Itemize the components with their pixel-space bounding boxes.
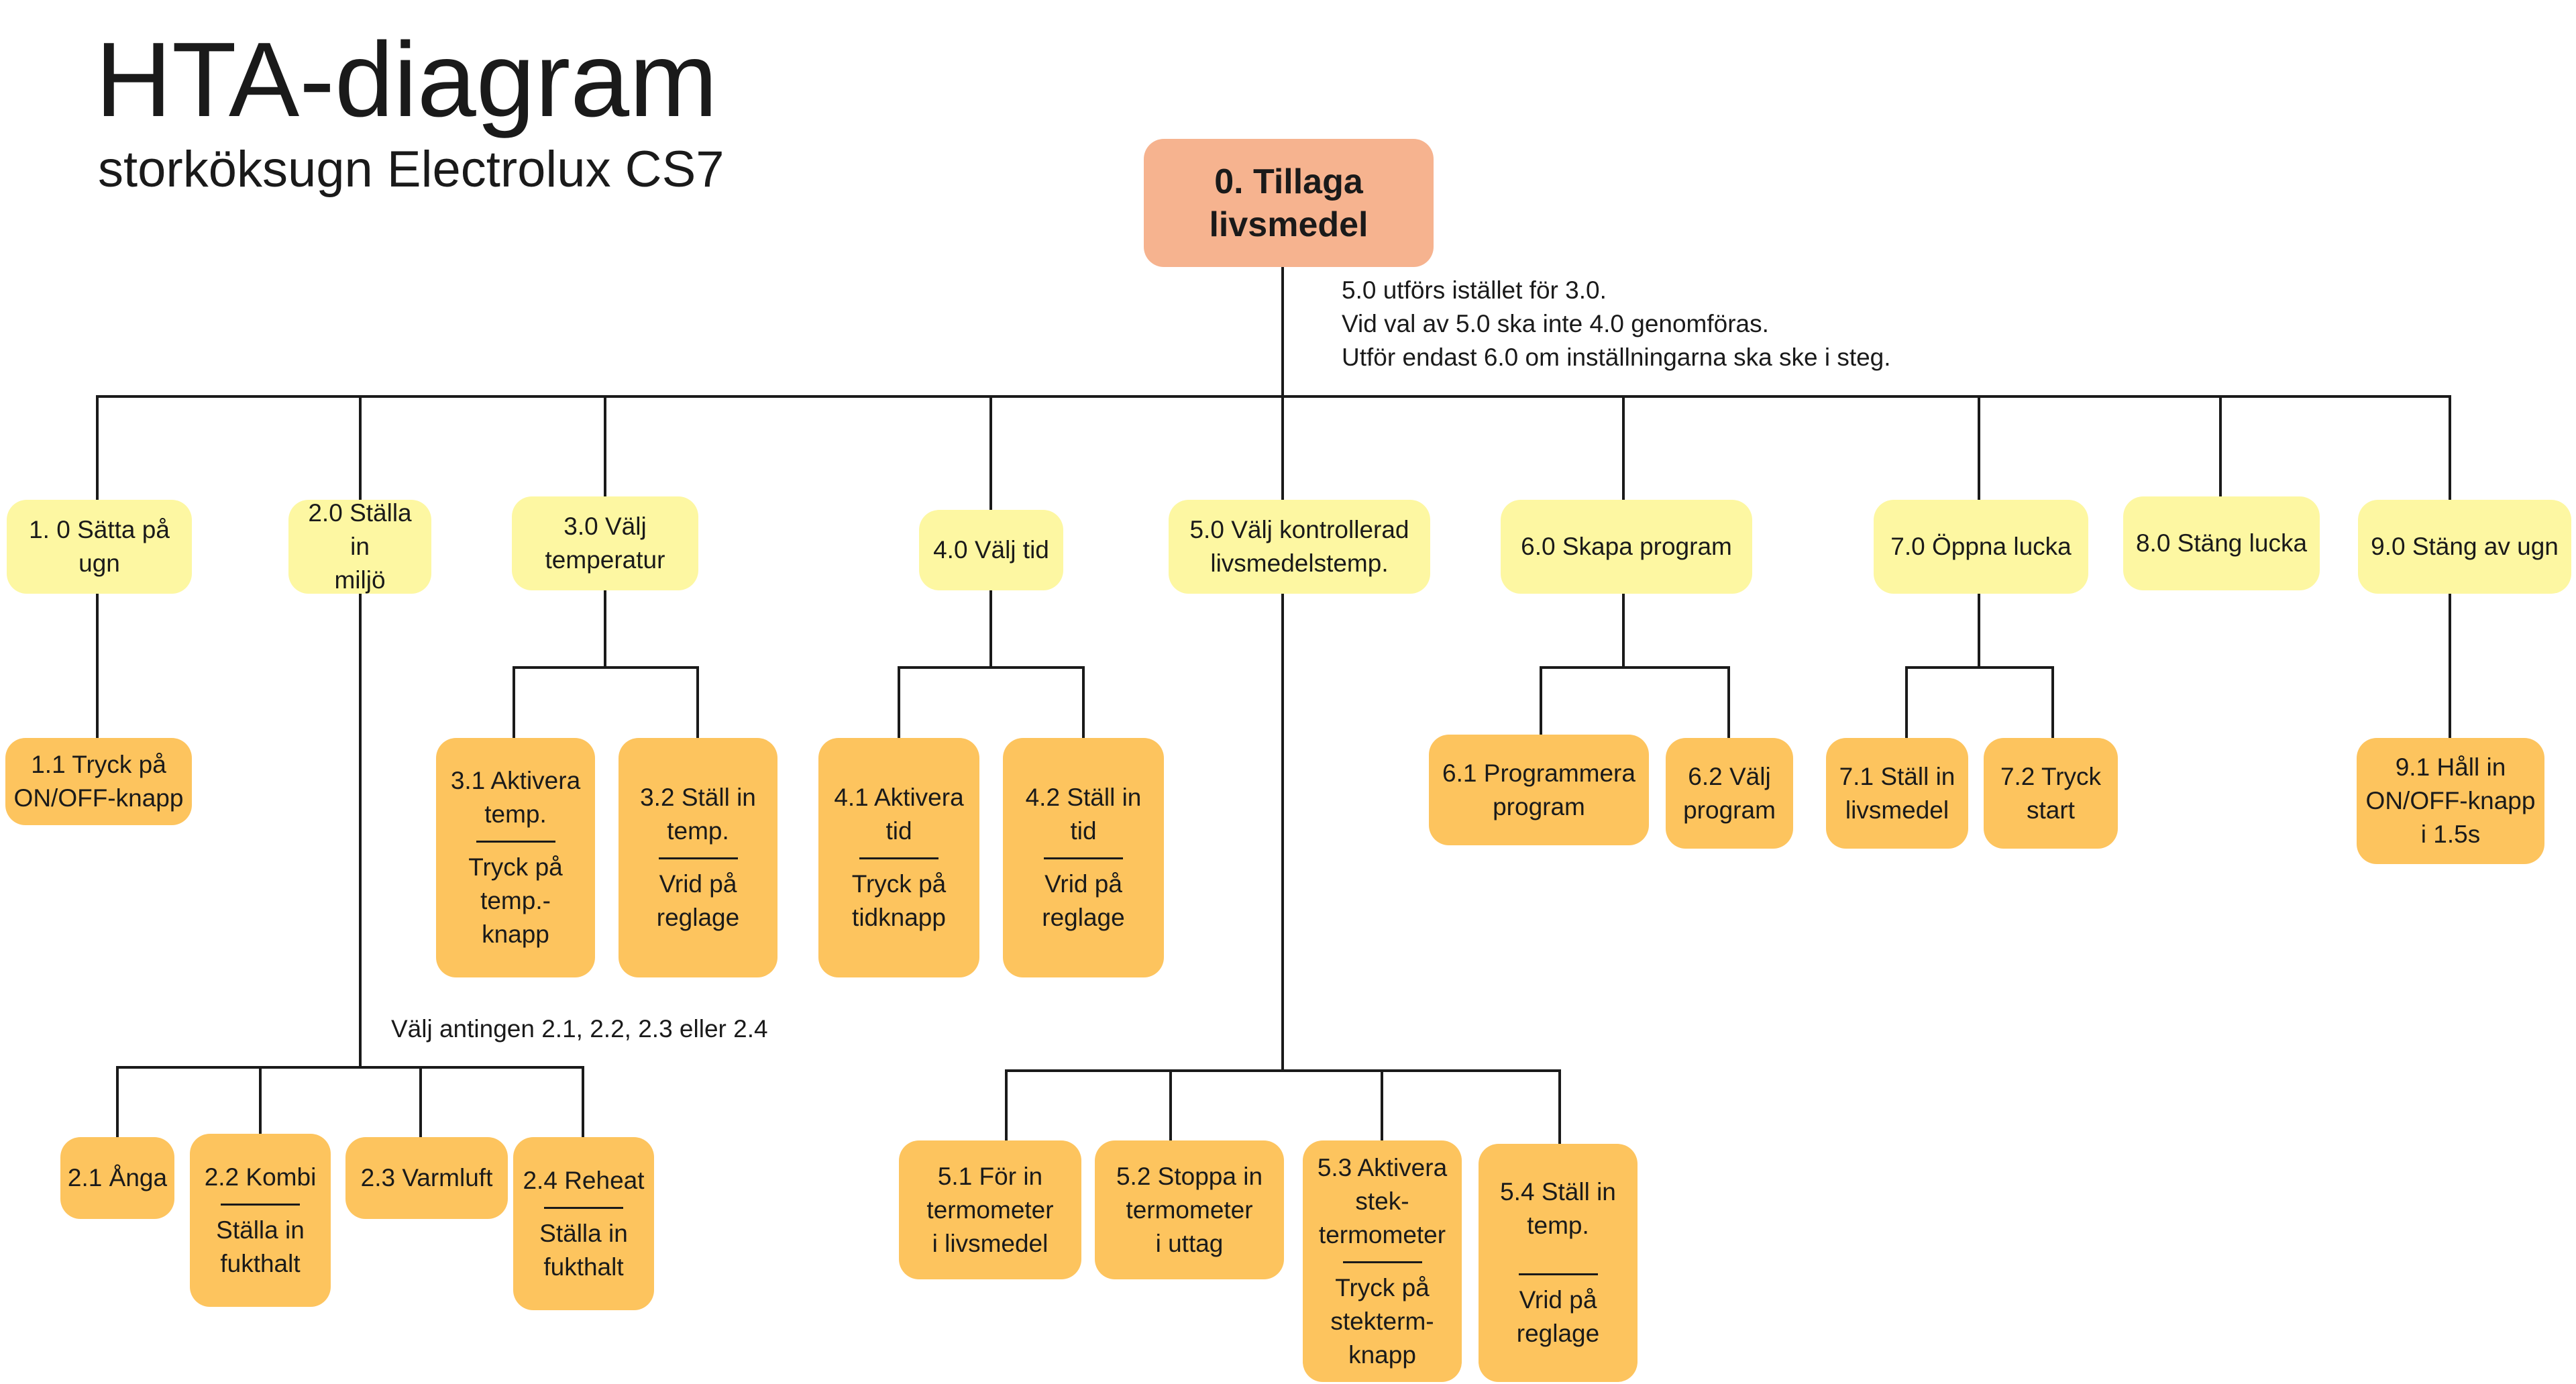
subtask-7-1: 7.1 Ställ in livsmedel xyxy=(1826,738,1968,849)
subtask-7-2: 7.2 Tryck start xyxy=(1984,738,2118,849)
subtask-7-2-label: 7.2 Tryck start xyxy=(2000,762,2102,824)
task-2: 2.0 Ställa in miljö xyxy=(288,499,431,594)
subtask-2-3-label: 2.3 Varmluft xyxy=(360,1164,493,1191)
subtask-2-1-label: 2.1 Ånga xyxy=(67,1164,168,1191)
subtask-9-1: 9.1 Håll in ON/OFF-knapp i 1.5s xyxy=(2357,738,2544,864)
task-8: 8.0 Stäng lucka xyxy=(2123,496,2320,590)
subtask-6-2: 6.2 Välj program xyxy=(1666,738,1793,849)
subtask-5-4-detail: Vrid på reglage xyxy=(1516,1286,1600,1347)
subtask-2-4-detail: Ställa in fukthalt xyxy=(539,1219,628,1281)
subtask-1-1: 1.1 Tryck på ON/OFF-knapp xyxy=(5,738,192,825)
task-0-label: 0. Tillaga livsmedel xyxy=(1209,162,1368,244)
task-0-root: 0. Tillaga livsmedel xyxy=(1144,139,1434,267)
page-title: HTA-diagram xyxy=(95,21,718,139)
subtask-6-1: 6.1 Programmera program xyxy=(1429,735,1649,845)
task-8-label: 8.0 Stäng lucka xyxy=(2135,529,2308,557)
subtask-5-4-label: 5.4 Ställ in temp. xyxy=(1500,1178,1616,1239)
task-6: 6.0 Skapa program xyxy=(1501,500,1752,594)
subtask-3-2-detail: Vrid på reglage xyxy=(656,870,740,931)
subtask-4-1-label: 4.1 Aktivera tid xyxy=(834,784,964,845)
root-note-3: Utför endast 6.0 om inställningarna ska … xyxy=(1342,343,1891,371)
subtask-5-2: 5.2 Stoppa in termometer i uttag xyxy=(1095,1140,1284,1279)
task-9-label: 9.0 Stäng av ugn xyxy=(2371,533,2559,560)
subtask-5-3-label: 5.3 Aktivera stek- termometer xyxy=(1317,1153,1448,1248)
subtask-3-2-divider xyxy=(658,857,738,859)
subtask-2-3: 2.3 Varmluft xyxy=(345,1137,508,1219)
subtask-6-1-label: 6.1 Programmera program xyxy=(1442,759,1635,820)
subtask-4-2: 4.2 Ställ in tid Vrid på reglage xyxy=(1003,738,1164,977)
task-4: 4.0 Välj tid xyxy=(919,510,1063,590)
subtask-2-4: 2.4 Reheat Ställa in fukthalt xyxy=(513,1137,654,1310)
subtask-4-2-divider xyxy=(1044,857,1123,859)
subtask-5-1-label: 5.1 För in termometer i livsmedel xyxy=(926,1162,1054,1257)
subtask-2-4-divider xyxy=(544,1206,623,1209)
task-6-label: 6.0 Skapa program xyxy=(1521,533,1732,560)
subtask-2-4-label: 2.4 Reheat xyxy=(523,1166,645,1194)
task-1-label: 1. 0 Sätta på ugn xyxy=(29,516,170,577)
task-5: 5.0 Välj kontrollerad livsmedelstemp. xyxy=(1169,500,1430,594)
subtask-9-1-label: 9.1 Håll in ON/OFF-knapp i 1.5s xyxy=(2365,753,2536,848)
task-9: 9.0 Stäng av ugn xyxy=(2358,500,2571,594)
task-1: 1. 0 Sätta på ugn xyxy=(7,500,192,594)
subtask-3-1-label: 3.1 Aktivera temp. xyxy=(450,767,581,828)
subtask-5-3: 5.3 Aktivera stek- termometer Tryck på s… xyxy=(1303,1140,1462,1382)
page-subtitle: storköksugn Electrolux CS7 xyxy=(98,141,724,198)
subtask-4-2-label: 4.2 Ställ in tid xyxy=(1025,784,1142,845)
subtask-2-2-detail: Ställa in fukthalt xyxy=(216,1216,305,1277)
subtask-4-2-detail: Vrid på reglage xyxy=(1042,870,1125,931)
subtask-3-1: 3.1 Aktivera temp. Tryck på temp.- knapp xyxy=(436,738,595,977)
subtask-4-1-detail: Tryck på tidknapp xyxy=(851,870,947,931)
subtask-2-2-label: 2.2 Kombi xyxy=(204,1163,317,1191)
subtask-5-3-divider xyxy=(1342,1261,1422,1263)
task-2-label: 2.0 Ställa in miljö xyxy=(308,499,412,594)
subtask-7-1-label: 7.1 Ställ in livsmedel xyxy=(1839,762,1955,824)
subtask-3-2-label: 3.2 Ställ in temp. xyxy=(640,784,756,845)
subtask-2-2: 2.2 Kombi Ställa in fukthalt xyxy=(190,1134,331,1307)
task-7-label: 7.0 Öppna lucka xyxy=(1890,533,2072,560)
subtask-3-1-detail: Tryck på temp.- knapp xyxy=(468,853,563,948)
subtask-1-1-label: 1.1 Tryck på ON/OFF-knapp xyxy=(13,751,184,812)
root-note-1: 5.0 utförs istället för 3.0. xyxy=(1342,276,1607,304)
subtask-5-2-label: 5.2 Stoppa in termometer i uttag xyxy=(1116,1162,1263,1257)
subtask-3-2: 3.2 Ställ in temp. Vrid på reglage xyxy=(619,738,777,977)
subtask-2-2-divider xyxy=(221,1203,300,1206)
task-3: 3.0 Välj temperatur xyxy=(512,496,698,590)
subtask-4-1-divider xyxy=(859,857,938,859)
task-3-label: 3.0 Välj temperatur xyxy=(545,513,665,574)
subtask-4-1: 4.1 Aktivera tid Tryck på tidknapp xyxy=(818,738,979,977)
subtask-5-1: 5.1 För in termometer i livsmedel xyxy=(899,1140,1081,1279)
task-4-label: 4.0 Välj tid xyxy=(933,536,1049,564)
subtask-3-1-divider xyxy=(476,841,555,843)
subtask-6-2-label: 6.2 Välj program xyxy=(1683,762,1776,824)
task-7: 7.0 Öppna lucka xyxy=(1874,500,2088,594)
choice-note-2: Välj antingen 2.1, 2.2, 2.3 eller 2.4 xyxy=(391,1015,768,1043)
subtask-5-4: 5.4 Ställ in temp. Vrid på reglage xyxy=(1479,1144,1638,1382)
subtask-2-1: 2.1 Ånga xyxy=(60,1137,174,1219)
subtask-5-4-divider xyxy=(1518,1273,1598,1275)
task-5-label: 5.0 Välj kontrollerad livsmedelstemp. xyxy=(1189,516,1409,577)
root-note-2: Vid val av 5.0 ska inte 4.0 genomföras. xyxy=(1342,310,1769,337)
subtask-5-3-detail: Tryck på stekterm- knapp xyxy=(1330,1273,1434,1369)
